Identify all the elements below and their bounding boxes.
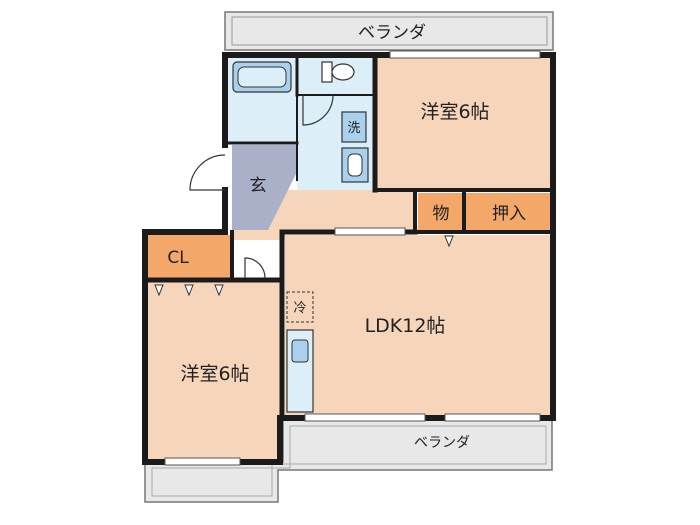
ldk-room — [285, 235, 553, 418]
veranda-top-label: ベランダ — [358, 23, 426, 43]
bedroom-right-label: 洋室6帖 — [420, 101, 489, 123]
oshiire-label: 押入 — [492, 204, 526, 224]
storage-label: 物 — [433, 204, 450, 224]
ldk-label: LDK12帖 — [365, 315, 446, 337]
oshiire-room — [466, 193, 553, 232]
veranda-bottom-label: ベランダ — [414, 435, 470, 451]
closet-label: CL — [167, 248, 189, 268]
toilet-fixture — [321, 61, 355, 83]
storage-room — [418, 193, 463, 232]
washer-fixture — [341, 111, 367, 143]
kitchen-counter-fixture — [286, 329, 314, 413]
fridge-label: 冷 — [293, 301, 306, 316]
doors — [189, 94, 334, 279]
entrance-label: 玄 — [250, 176, 267, 196]
bathtub-fixture — [232, 61, 292, 93]
bedroom-left-label: 洋室6帖 — [180, 363, 249, 385]
veranda-top — [224, 11, 554, 51]
fridge-space — [286, 291, 314, 323]
closet-room — [145, 235, 232, 278]
bedroom-right — [375, 55, 553, 190]
markers — [154, 235, 454, 297]
entrance-area — [232, 145, 297, 230]
windows — [164, 50, 541, 466]
bedroom-left — [145, 282, 280, 462]
washer-label: 洗 — [347, 121, 360, 136]
sink-fixture — [341, 147, 369, 183]
